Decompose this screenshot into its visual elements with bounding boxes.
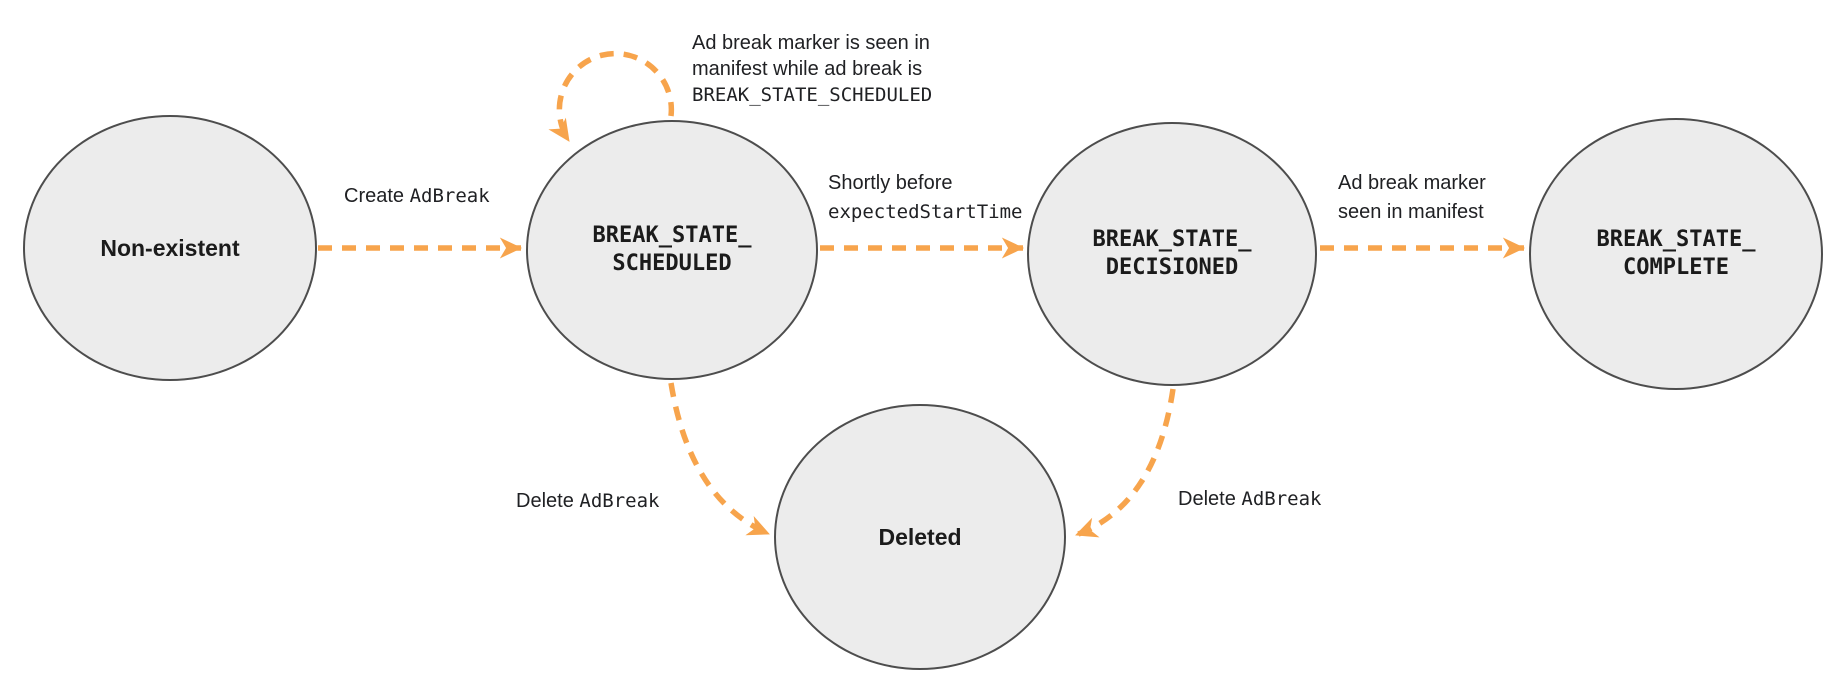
edge-label-delete-adbreak-right: Delete AdBreak <box>1178 486 1321 512</box>
label-text-sans: Delete <box>1178 488 1242 510</box>
label-text-mono: AdBreak <box>1241 488 1322 510</box>
edge-label-self-loop: Ad break marker is seen in manifest whil… <box>692 30 932 108</box>
label-text-sans: manifest while ad break is <box>692 58 923 80</box>
label-text-mono: expectedStartTime <box>828 201 1023 223</box>
state-label: Non-existent <box>100 235 240 261</box>
state-break-state-complete: BREAK_STATE_ COMPLETE <box>1529 118 1823 390</box>
label-text-sans: Ad break marker is seen in <box>692 32 930 54</box>
label-text-mono: BREAK_STATE_SCHEDULED <box>692 84 933 106</box>
label-text-sans: Create <box>344 185 410 207</box>
state-label-line1: BREAK_STATE_ <box>1092 227 1252 252</box>
label-text-sans: Ad break marker <box>1338 172 1486 194</box>
label-text-mono: AdBreak <box>409 185 490 207</box>
state-break-state-scheduled: BREAK_STATE_ SCHEDULED <box>526 120 818 380</box>
state-label-line2: SCHEDULED <box>612 251 732 276</box>
edge-decisioned-to-deleted <box>1075 388 1176 538</box>
edge-scheduled-to-deleted <box>668 382 771 537</box>
edge-label-shortly-before: Shortly before expectedStartTime <box>828 169 1022 227</box>
edge-label-create-adbreak: Create AdBreak <box>344 183 490 209</box>
edge-label-marker-seen: Ad break marker seen in manifest <box>1338 169 1486 227</box>
edge-label-delete-adbreak-left: Delete AdBreak <box>516 488 659 514</box>
state-break-state-decisioned: BREAK_STATE_ DECISIONED <box>1027 122 1317 386</box>
state-label-line2: DECISIONED <box>1105 255 1239 280</box>
label-text-sans: seen in manifest <box>1338 201 1484 223</box>
state-label: Deleted <box>878 524 962 550</box>
state-label-line2: COMPLETE <box>1623 255 1729 280</box>
edge-scheduled-self-loop <box>548 50 675 143</box>
label-text-mono: AdBreak <box>579 490 660 512</box>
label-text-sans: Shortly before <box>828 172 953 194</box>
state-label-line1: BREAK_STATE_ <box>592 223 752 248</box>
state-label-line1: BREAK_STATE_ <box>1596 227 1756 252</box>
state-non-existent: Non-existent <box>23 115 317 381</box>
label-text-sans: Delete <box>516 490 580 512</box>
state-deleted: Deleted <box>774 404 1066 670</box>
